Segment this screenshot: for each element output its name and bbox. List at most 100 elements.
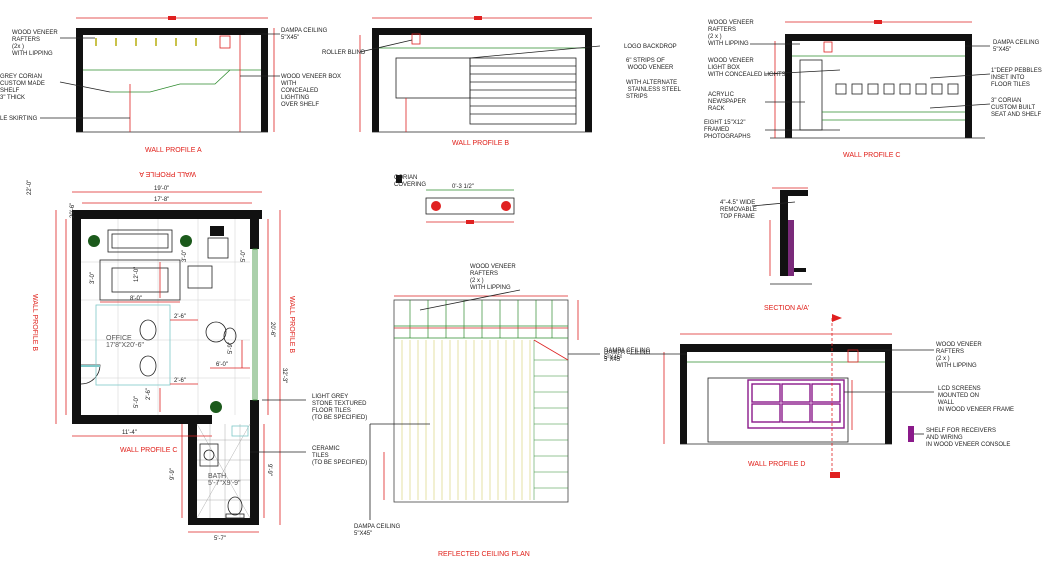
dim-d2: 8'-0": [130, 296, 142, 302]
leader-line: [359, 39, 413, 53]
right-wall: [965, 34, 972, 138]
blind-box: [411, 33, 421, 45]
left-wall: [680, 344, 687, 444]
dim-marker: [874, 20, 882, 24]
plan-top-title: WALL PROFILE A: [139, 170, 196, 177]
top-wall: [72, 210, 262, 219]
shelf: [794, 268, 806, 272]
dim-d8: 3'-0": [90, 272, 96, 284]
logo-note: LOGO BACKDROP: [624, 44, 677, 50]
logo-panel: [395, 57, 471, 99]
dim-overall-left: 22'-0": [27, 180, 33, 195]
plant-icon: [180, 235, 192, 247]
left-wall: [76, 28, 83, 132]
office-rug-zone: [95, 304, 171, 386]
dim-d1: 12'-0": [134, 267, 140, 282]
dim-d10: 5'-0": [241, 250, 247, 262]
photo-frame: [867, 83, 879, 95]
lcd-screen: [751, 383, 781, 403]
dim-overall-right: 32'-3": [281, 368, 287, 383]
dim-bath-h1: 9'-9": [170, 468, 176, 480]
section-marker: [830, 472, 840, 478]
dim-inner-top: 17'-8": [154, 197, 169, 203]
right-wall: [885, 344, 892, 444]
strips-note: 6" STRIPS OF WOOD VENEER: [626, 58, 674, 71]
section-title: SECTION A/A': [764, 305, 809, 312]
plan-left-title: WALL PROFILE B: [31, 294, 38, 351]
washbasin: [199, 443, 219, 467]
rafter: [95, 38, 97, 46]
coffee-table-frame: [99, 259, 181, 301]
plan-right-title: WALL PROFILE B: [288, 296, 295, 353]
section-arrow-icon: [832, 314, 842, 322]
sofa: [107, 229, 173, 253]
dampa-ceiling-slats: [401, 340, 531, 500]
rcp-title: REFLECTED CEILING PLAN: [438, 551, 530, 558]
leader-line: [59, 81, 111, 93]
wall-profile-a-title: WALL PROFILE A: [145, 147, 202, 154]
ceiling-slab: [76, 28, 268, 35]
leader-line: [469, 45, 601, 59]
left-wall: [785, 34, 792, 138]
newspaper-rack: [799, 59, 823, 131]
armchair: [187, 265, 213, 289]
material-tag: [396, 175, 402, 183]
lcd-screen: [811, 383, 841, 403]
rafter-band: [394, 300, 568, 339]
plant-icon: [88, 235, 100, 247]
ceiling-detail: [847, 349, 859, 363]
dim-d5: 2'-6": [146, 388, 152, 400]
chair: [205, 321, 227, 343]
dim-d7: 5'-9": [228, 342, 234, 354]
fixing-point: [501, 201, 511, 211]
dim-bath-h2: 9'-9": [266, 464, 272, 476]
bath-door: [231, 425, 249, 437]
right-wall: [261, 28, 268, 132]
dim-bath-width: 5'-7": [214, 536, 226, 542]
wall-profile-c-title: WALL PROFILE C: [843, 152, 900, 159]
photo-frame: [947, 83, 959, 95]
photo-frame: [851, 83, 863, 95]
dim-d4: 2'-6": [174, 378, 186, 384]
leader-line: [419, 289, 521, 311]
side-table: [210, 226, 224, 236]
bath-left-wall: [188, 424, 197, 524]
lcd-screen: [781, 383, 811, 403]
coffee-table: [111, 267, 169, 293]
lcd-screen: [811, 403, 841, 423]
dampa-side-slats: [533, 340, 568, 500]
ceiling-detail: [823, 41, 833, 53]
plant-icon: [210, 401, 222, 413]
leader-line: [751, 201, 796, 207]
leader-line: [929, 73, 991, 79]
rafter: [195, 38, 197, 46]
left-wall: [372, 28, 379, 132]
door-swing: [80, 364, 101, 385]
leader-line: [764, 69, 841, 75]
fixing-point: [431, 201, 441, 211]
toilet-cistern: [225, 513, 245, 519]
dim-d11: 5'-0": [134, 396, 140, 408]
section-wall: [780, 196, 788, 276]
dim-d6: 6'-0": [216, 362, 228, 368]
corian-shelf: [110, 69, 231, 93]
rafter: [155, 38, 157, 46]
